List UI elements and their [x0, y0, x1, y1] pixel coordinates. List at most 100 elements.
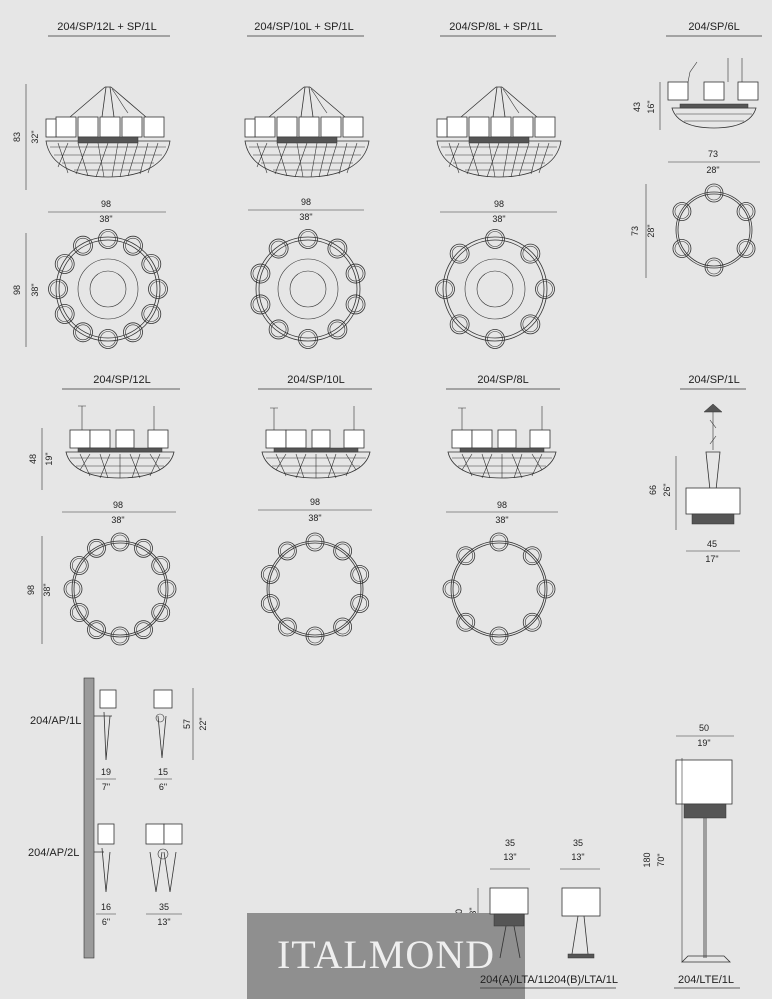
bulb-inner [537, 281, 553, 297]
bulb-circle [298, 329, 318, 349]
bulb-circle [435, 279, 455, 299]
bulb-circle [522, 612, 542, 632]
bulb-circle [333, 541, 353, 561]
dim-ap1-side-in: 6" [159, 782, 167, 792]
bulb-circle [141, 254, 162, 274]
bulb-inner [300, 231, 316, 247]
dim-sp1-width-cm: 45 [707, 539, 717, 549]
bulb-inner [487, 231, 503, 247]
bulb-inner [75, 237, 91, 254]
bulb-inner [524, 548, 540, 564]
dim-sp6-width-in: 28" [706, 165, 719, 175]
bulb-circle [485, 229, 505, 249]
bulb-inner [706, 259, 722, 275]
dim-sp12-sp1-plan-in: 38" [30, 283, 40, 296]
dim-sp8-width-cm: 98 [497, 500, 507, 510]
bulb-circle [672, 202, 692, 221]
bulb-inner [280, 619, 295, 635]
bulb-circle [54, 254, 75, 274]
brand-logo: ITALMOND [276, 932, 496, 977]
bulb-circle [449, 314, 470, 335]
dim-lta-b-width-in: 13" [571, 852, 584, 862]
elevation-sp12 [65, 429, 175, 479]
dim-sp8-sp1-width-cm: 98 [494, 199, 504, 209]
bulb-inner [143, 306, 160, 322]
dim-ap2-front-cm: 16 [101, 902, 111, 912]
dim-lte-height-in: 70" [656, 853, 666, 866]
dim-sp10-width-cm: 98 [310, 497, 320, 507]
dim-sp6-plan-cm: 73 [630, 226, 640, 236]
bulb-inner [136, 540, 151, 556]
bulb-inner [491, 628, 507, 644]
brand-banner: ITALMOND [247, 913, 525, 999]
dim-sp6-plan-in: 28" [646, 224, 656, 237]
bulb-inner [522, 316, 539, 333]
bulb-inner [153, 558, 169, 573]
bulb-circle [704, 257, 724, 277]
dim-ap1-side-cm: 15 [158, 767, 168, 777]
dim-sp1-height-cm: 66 [648, 485, 658, 495]
bulb-inner [329, 321, 346, 338]
dim-sp12-sp1-plan-cm: 98 [12, 285, 22, 295]
dim-sp12-width-in: 38" [111, 515, 124, 525]
bulb-circle [277, 541, 297, 561]
elevation-sp10 [261, 429, 371, 479]
elevation-ap1-side [94, 689, 117, 761]
bulb-circle [736, 202, 756, 221]
bulb-circle [345, 294, 366, 315]
bulb-circle [305, 532, 325, 552]
plan-sp8 [450, 540, 548, 638]
bulb-inner [56, 306, 73, 322]
dim-sp12-width-cm: 98 [113, 500, 123, 510]
elevation-sp1 [685, 403, 741, 525]
bulb-circle [151, 556, 171, 575]
dim-sp12-height-cm: 48 [28, 454, 38, 464]
dim-sp6-width-cm: 73 [708, 149, 718, 159]
dim-ap1-height-cm: 57 [182, 719, 192, 729]
bulb-circle [535, 279, 555, 299]
elevation-lta-b [561, 887, 601, 959]
bulb-inner [263, 567, 278, 582]
bulb-circle [268, 319, 289, 340]
title-ap2: 204/AP/2L [28, 847, 79, 859]
bulb-inner [100, 331, 116, 347]
dim-ap2-front-in: 6" [102, 917, 110, 927]
bulb-circle [350, 565, 370, 584]
bulb-circle [520, 314, 541, 335]
bulb-inner [50, 281, 66, 297]
bulb-circle [268, 238, 289, 259]
bulb-circle [298, 229, 318, 249]
bulb-inner [125, 237, 141, 254]
bulb-inner [71, 605, 87, 620]
bulb-circle [260, 565, 280, 584]
bulb-inner [112, 628, 128, 644]
bulb-inner [451, 316, 468, 333]
bulb-circle [350, 594, 370, 613]
dim-sp1-height-in: 26" [662, 483, 672, 496]
title-sp10-sp1: 204/SP/10L + SP/1L [254, 21, 354, 33]
title-sp12-sp1: 204/SP/12L + SP/1L [57, 21, 157, 33]
plan-sp10-sp1 [255, 236, 361, 342]
bulb-inner [307, 534, 323, 550]
elevation-sp8-sp1 [436, 86, 562, 178]
wall-section [83, 677, 95, 959]
bulb-inner [738, 241, 754, 256]
bulb-circle [704, 183, 724, 203]
bulb-circle [69, 603, 89, 622]
dim-ap2-side-in: 13" [157, 917, 170, 927]
plan-sp6 [675, 191, 753, 269]
title-sp8-sp1: 204/SP/8L + SP/1L [449, 21, 542, 33]
dim-ap2-side-cm: 35 [159, 902, 169, 912]
dim-lta-a-width-cm: 35 [505, 838, 515, 848]
dim-sp12-sp1-height-cm: 83 [12, 132, 22, 142]
dim-sp10-sp1-width-cm: 98 [301, 197, 311, 207]
dim-lta-b-width-cm: 35 [573, 838, 583, 848]
bulb-circle [69, 556, 89, 575]
plan-sp10 [266, 540, 364, 638]
bulb-inner [538, 581, 554, 597]
plan-sp12-sp1 [55, 236, 161, 342]
bulb-circle [73, 235, 93, 256]
bulb-circle [110, 626, 130, 646]
bulb-circle [456, 546, 476, 566]
